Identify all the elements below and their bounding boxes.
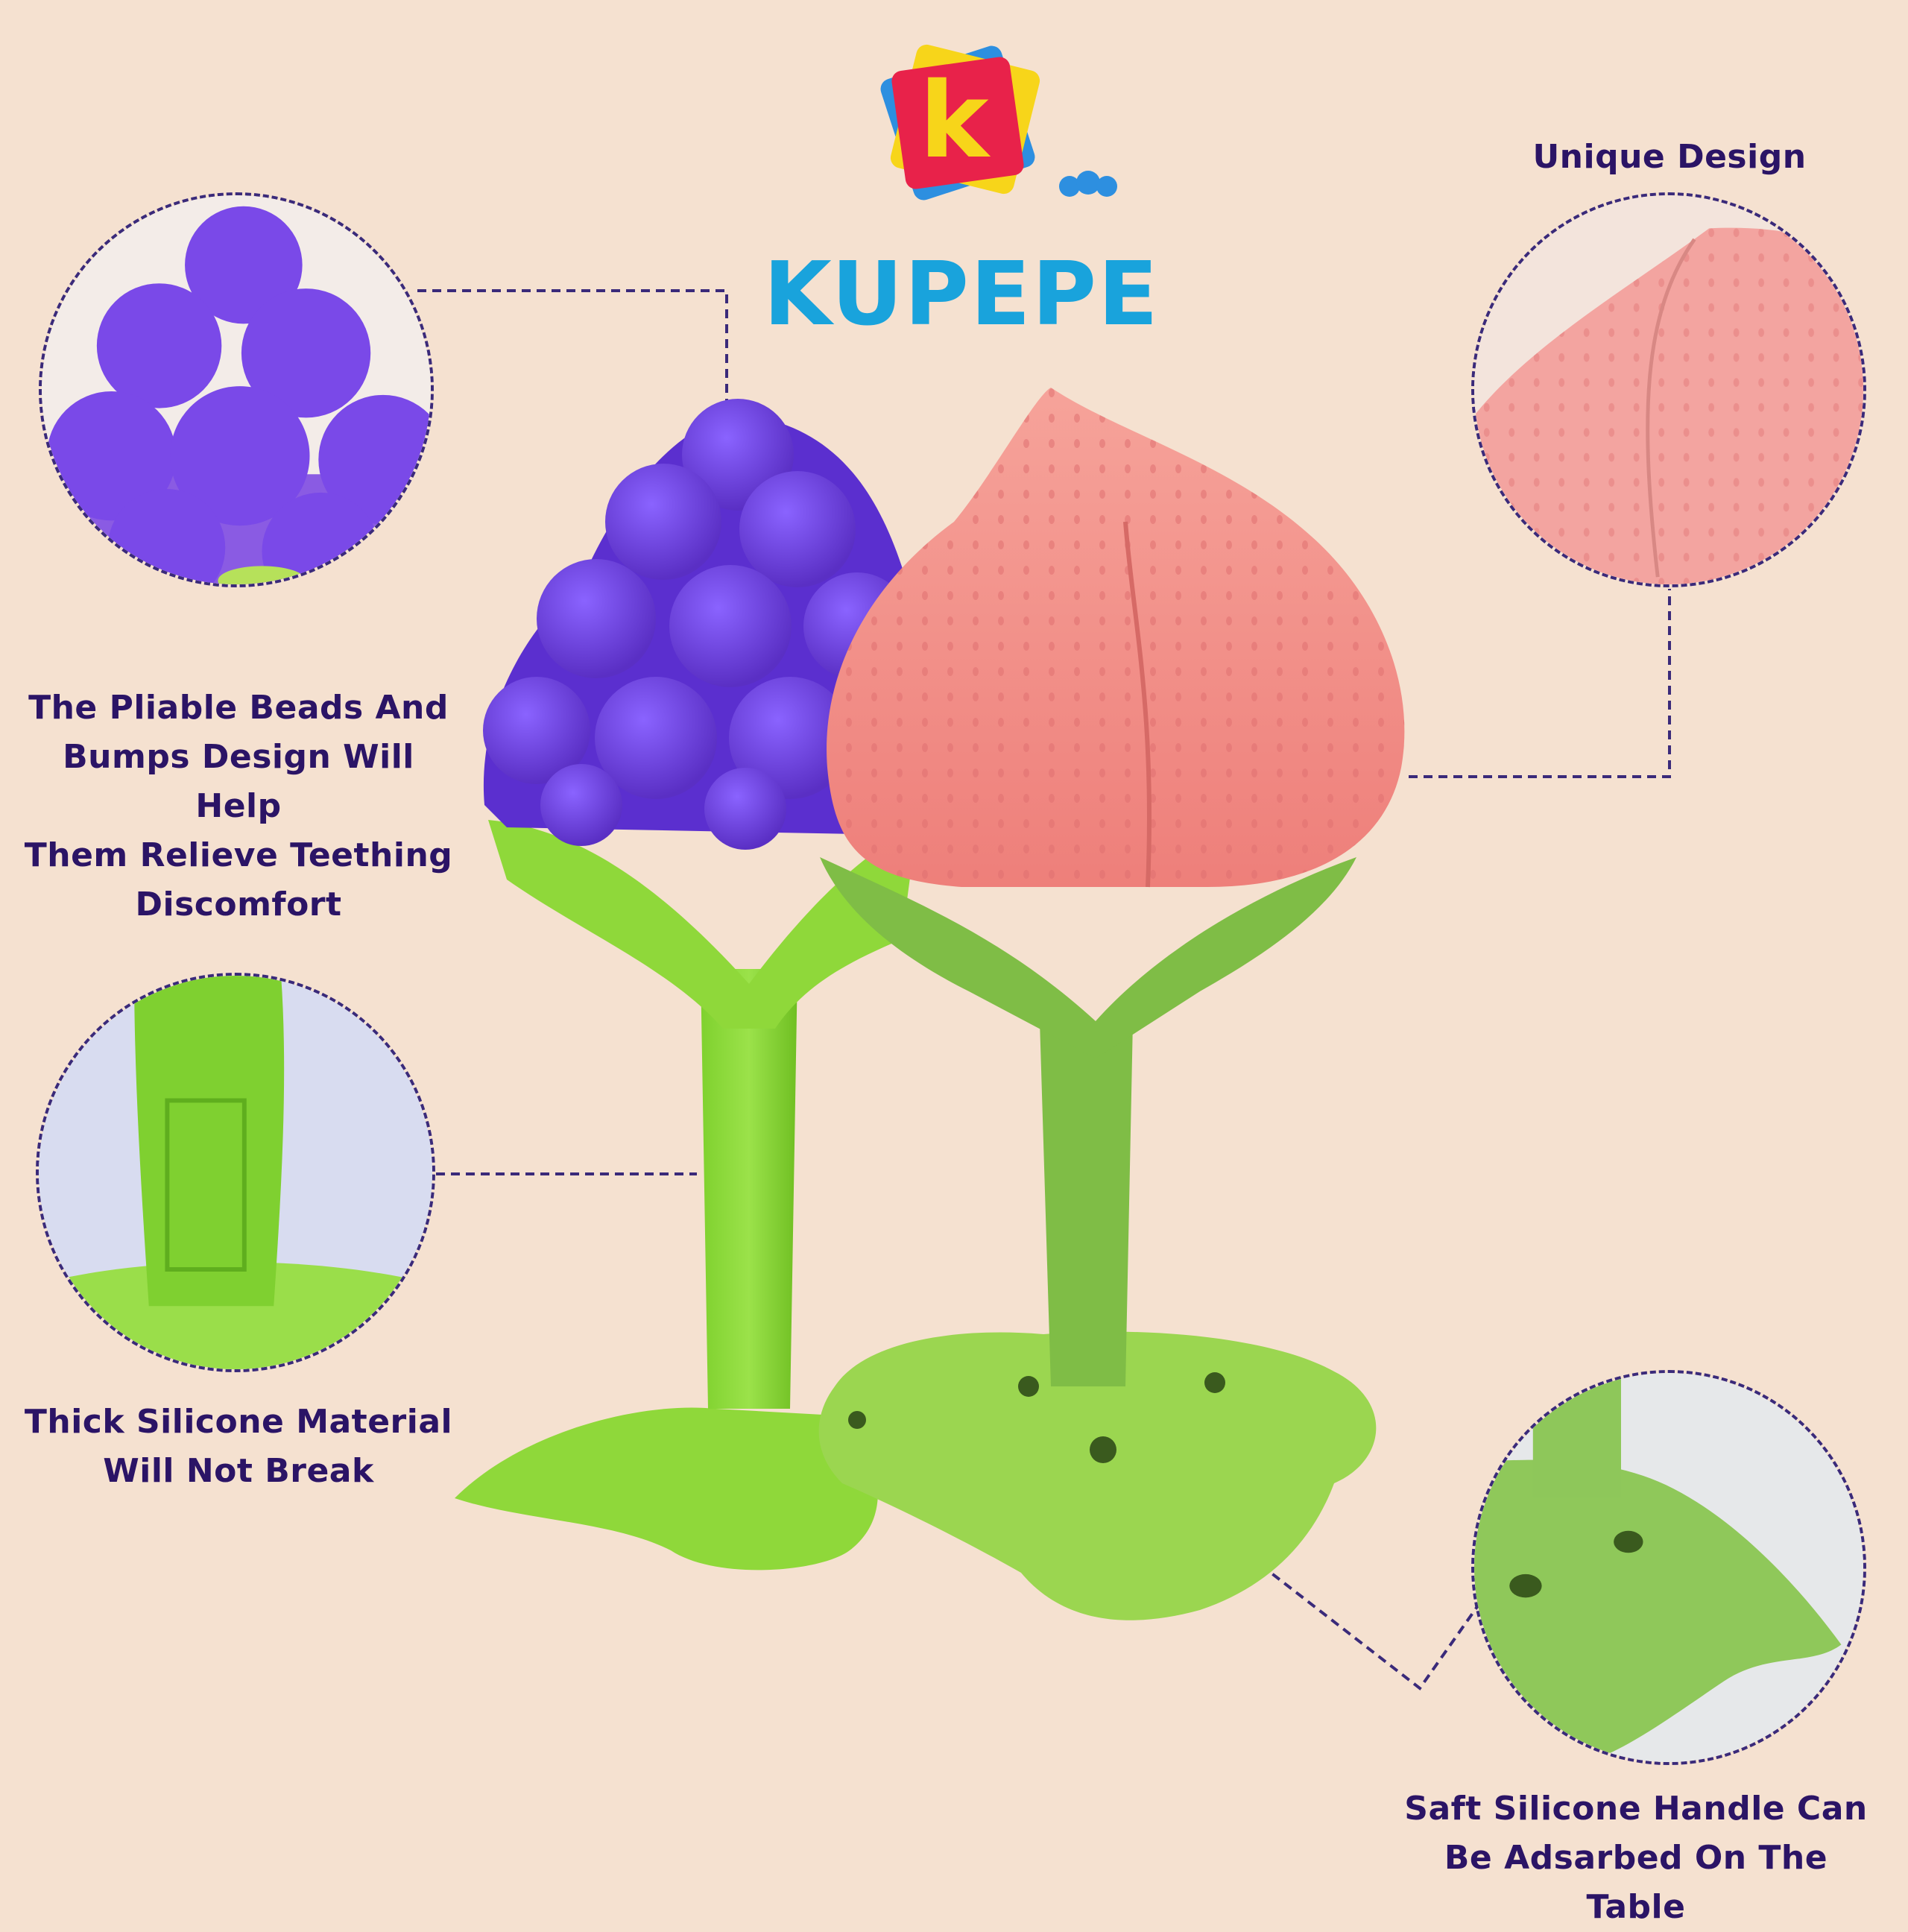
- callout-beads-line-2: Bumps Design Will Help: [63, 738, 414, 825]
- callout-unique-design-text: Unique Design: [1532, 138, 1807, 176]
- callout-beads: The Pliable Beads And Bumps Design Will …: [15, 684, 462, 929]
- detail-circle-stem: [36, 973, 435, 1372]
- callout-silicone-line-1: Thick Silicone Material: [24, 1403, 453, 1441]
- callout-beads-line-3: Them Relieve Teething: [24, 836, 453, 874]
- detail-circle-handle-base: [1471, 1370, 1866, 1765]
- callout-beads-line-4: Discomfort: [135, 886, 342, 924]
- callout-silicone-line-2: Will Not Break: [103, 1452, 374, 1490]
- callout-handle-line-1: Saft Silicone Handle Can: [1404, 1790, 1868, 1828]
- detail-circle-peach-texture: [1471, 192, 1866, 587]
- connector-handle: [1236, 1545, 1492, 1690]
- callout-beads-line-1: The Pliable Beads And: [28, 689, 449, 727]
- logo-letter: k: [919, 60, 991, 182]
- kupepe-logo: k KUPEPE: [763, 30, 1158, 345]
- callout-unique-design: Unique Design: [1483, 133, 1856, 182]
- callout-silicone: Thick Silicone Material Will Not Break: [15, 1398, 462, 1496]
- callout-handle-line-2: Be Adsarbed On The Table: [1444, 1839, 1828, 1926]
- callout-handle: Saft Silicone Handle Can Be Adsarbed On …: [1394, 1784, 1878, 1932]
- connector-unique: [1409, 589, 1671, 778]
- detail-circle-grape-beads: [39, 192, 434, 587]
- logo-word: KUPEPE: [768, 242, 1155, 343]
